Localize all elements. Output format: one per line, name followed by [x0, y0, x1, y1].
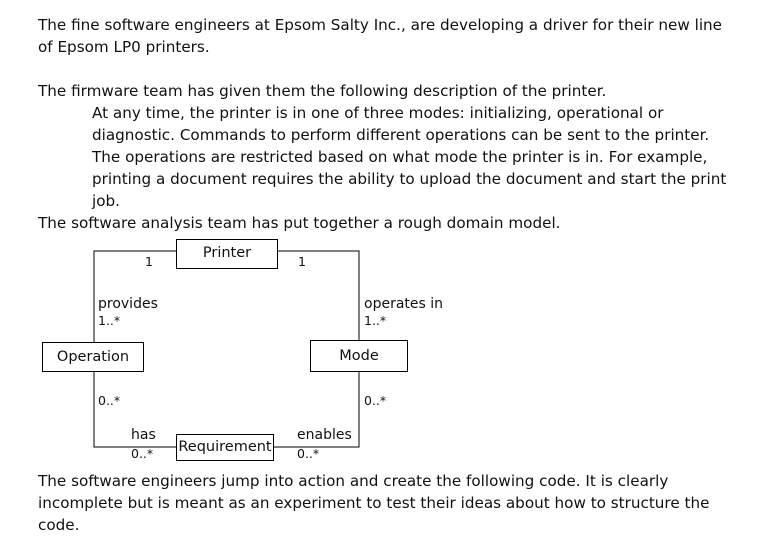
printer-class-label: Printer	[202, 245, 252, 261]
has-requirement-multiplicity: 0..*	[131, 446, 154, 461]
provides-operation-multiplicity: 1..*	[98, 313, 121, 328]
firmware-lead-paragraph: The firmware team has given them the fol…	[38, 82, 607, 100]
provides-association-label: provides	[98, 296, 158, 312]
operation-class-label: Operation	[56, 349, 130, 365]
provides-printer-multiplicity: 1	[145, 254, 153, 269]
association-line-enables	[274, 371, 360, 448]
mode-class-label: Mode	[339, 348, 379, 364]
enables-association-label: enables	[297, 427, 352, 443]
operation-class-box: Operation	[42, 342, 144, 372]
operates-in-mode-multiplicity: 1..*	[364, 313, 387, 328]
requirement-class-box: Requirement	[176, 434, 274, 461]
requirement-class-label: Requirement	[178, 439, 272, 455]
intro-paragraph: The fine software engineers at Epsom Sal…	[38, 16, 723, 56]
mode-class-box: Mode	[310, 340, 408, 372]
enables-mode-multiplicity: 0..*	[364, 393, 387, 408]
operates-in-association-label: operates in	[364, 296, 444, 312]
association-line-operates-in	[278, 250, 360, 341]
closing-paragraph: The software engineers jump into action …	[38, 472, 710, 534]
enables-requirement-multiplicity: 0..*	[297, 446, 320, 461]
operates-in-printer-multiplicity: 1	[298, 254, 306, 269]
analysis-lead-paragraph: The software analysis team has put toget…	[38, 214, 561, 232]
association-line-provides	[93, 250, 176, 343]
printer-class-box: Printer	[176, 239, 278, 269]
firmware-description-quote: At any time, the printer is in one of th…	[92, 104, 727, 210]
has-operation-multiplicity: 0..*	[98, 393, 121, 408]
has-association-label: has	[131, 427, 156, 443]
association-line-has	[93, 371, 176, 448]
